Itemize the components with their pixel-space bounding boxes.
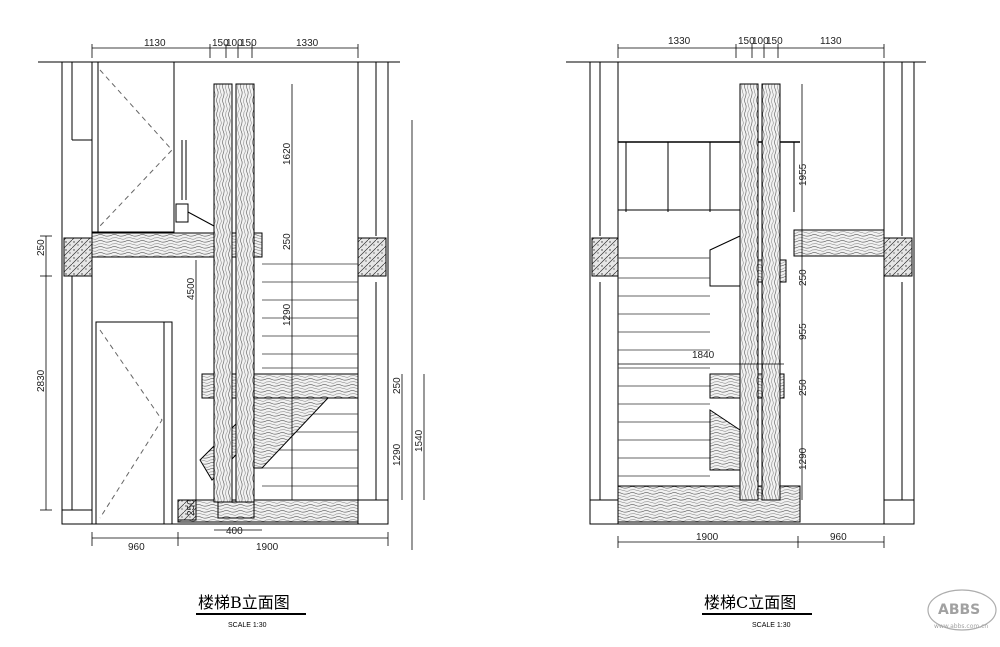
dim-text: 150 [240,38,257,49]
watermark-subtext: www.abbs.com.cn [934,623,988,630]
left-elevation [38,61,400,525]
dim-text: 250 [186,499,197,516]
dim-text: 1900 [256,542,279,553]
dim-text: 150 [212,38,229,49]
drawing-scale: SCALE 1:30 [752,622,791,629]
dim-text: 150 [766,36,783,47]
dim-text: 1130 [820,36,842,47]
dim-text: 955 [798,323,809,340]
left-dimension-lines [40,44,425,550]
dim-text: 1620 [282,142,293,165]
dim-text: 250 [798,379,809,396]
right-dimension-lines [617,44,885,548]
drawing-title: 楼梯B立面图 [198,593,290,612]
drawing-scale: SCALE 1:30 [228,622,267,629]
watermark-text: ABBS [938,602,980,618]
dim-text: 1290 [392,443,403,466]
dim-text: 400 [226,526,243,537]
right-dimension-texts: 1330 150 100 150 1130 1900 960 1955 250 … [668,36,847,543]
dim-text: 1900 [696,532,719,543]
dim-text: 250 [798,269,809,286]
dim-text: 100 [226,38,243,49]
dim-text: 1290 [798,447,809,470]
dim-text: 250 [282,233,293,250]
dim-text: 2830 [36,369,47,392]
dim-text: 960 [128,542,145,553]
dim-text: 1130 [144,38,166,49]
dim-text: 960 [830,532,847,543]
dim-text: 150 [738,36,755,47]
dim-text: 1840 [692,350,715,361]
watermark-logo: ABBS www.abbs.com.cn [927,589,997,631]
drawing-title: 楼梯C立面图 [704,593,796,612]
dim-text: 4500 [186,277,197,300]
left-title-block: 楼梯B立面图 SCALE 1:30 [196,593,306,629]
right-title-block: 楼梯C立面图 SCALE 1:30 [702,593,812,629]
dim-text: 1290 [282,303,293,326]
dim-text: 1540 [414,429,425,452]
dim-text: 100 [752,36,769,47]
right-elevation [566,61,926,525]
left-dimension-texts: 1130 150 100 150 1330 960 400 1900 250 2… [36,38,425,553]
dim-text: 250 [36,239,47,256]
dim-text: 250 [392,377,403,394]
dim-text: 1330 [296,38,319,49]
dim-text: 1955 [798,163,809,186]
dim-text: 1330 [668,36,691,47]
